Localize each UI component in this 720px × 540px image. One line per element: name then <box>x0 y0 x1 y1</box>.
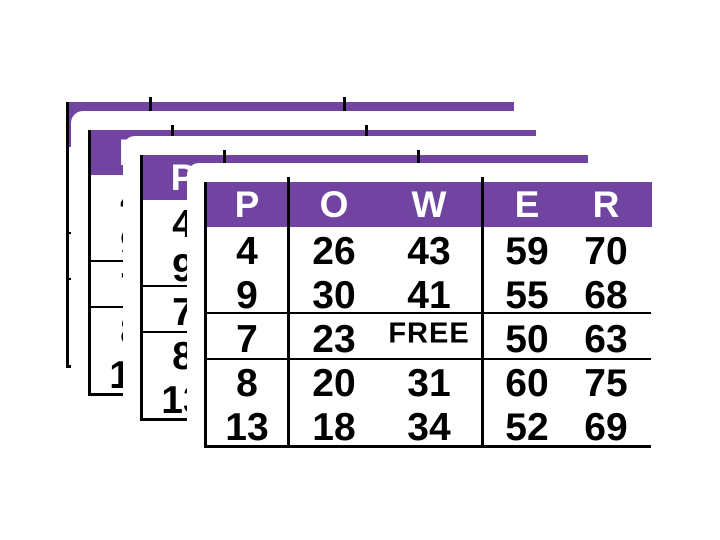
card-cell: 43 <box>407 230 451 273</box>
grid-left-border-line <box>204 182 207 448</box>
grid-row3-underline <box>206 358 651 360</box>
header-letter-w: W <box>411 184 447 225</box>
card-cell: 7 <box>236 318 258 361</box>
card-cell: 70 <box>584 230 628 273</box>
card-cell: 20 <box>312 362 356 405</box>
card-cell: 41 <box>407 274 451 317</box>
card-cell: 13 <box>225 406 269 449</box>
card-cell: 50 <box>505 318 549 361</box>
card-cell: 52 <box>505 406 549 449</box>
header-letter-r: R <box>592 184 620 225</box>
card-cell: 63 <box>584 318 628 361</box>
card-cell: 68 <box>584 274 628 317</box>
free-cell: FREE <box>388 317 470 350</box>
header-letter-p: P <box>234 184 260 225</box>
card-cell: 8 <box>236 362 258 405</box>
card-cell: 55 <box>505 274 549 317</box>
card-cell: 60 <box>505 362 549 405</box>
card-cell: 59 <box>505 230 549 273</box>
card-cell: 9 <box>236 274 258 317</box>
card-header-bar <box>206 182 652 227</box>
bingo-card-4: P O W E R 4 26 43 59 70 9 30 41 55 68 7 23 FREE 50 63 8 20 31 6… <box>187 163 671 466</box>
grid-left-border-line <box>140 155 143 421</box>
card-cell: 34 <box>407 406 451 449</box>
header-letter-o: O <box>319 184 349 225</box>
card-grid: P O W E R 4 26 43 59 70 9 30 41 55 68 7 23 FREE 50 63 8 20 31 6… <box>204 177 652 449</box>
card-cell: 69 <box>584 406 628 449</box>
grid-left-border-line <box>88 130 91 396</box>
card-cell: 23 <box>312 318 356 361</box>
grid-row2-underline <box>206 312 651 314</box>
card-cell: 75 <box>584 362 628 405</box>
card-cell: 4 <box>236 230 258 273</box>
grid-left-border-line <box>66 102 69 368</box>
card-cell: 26 <box>312 230 356 273</box>
card-cell: 18 <box>312 406 356 449</box>
card-cell: 31 <box>407 362 451 405</box>
grid-bottom-line <box>206 445 651 448</box>
header-letter-e: E <box>514 184 540 225</box>
card-cell: 30 <box>312 274 356 317</box>
